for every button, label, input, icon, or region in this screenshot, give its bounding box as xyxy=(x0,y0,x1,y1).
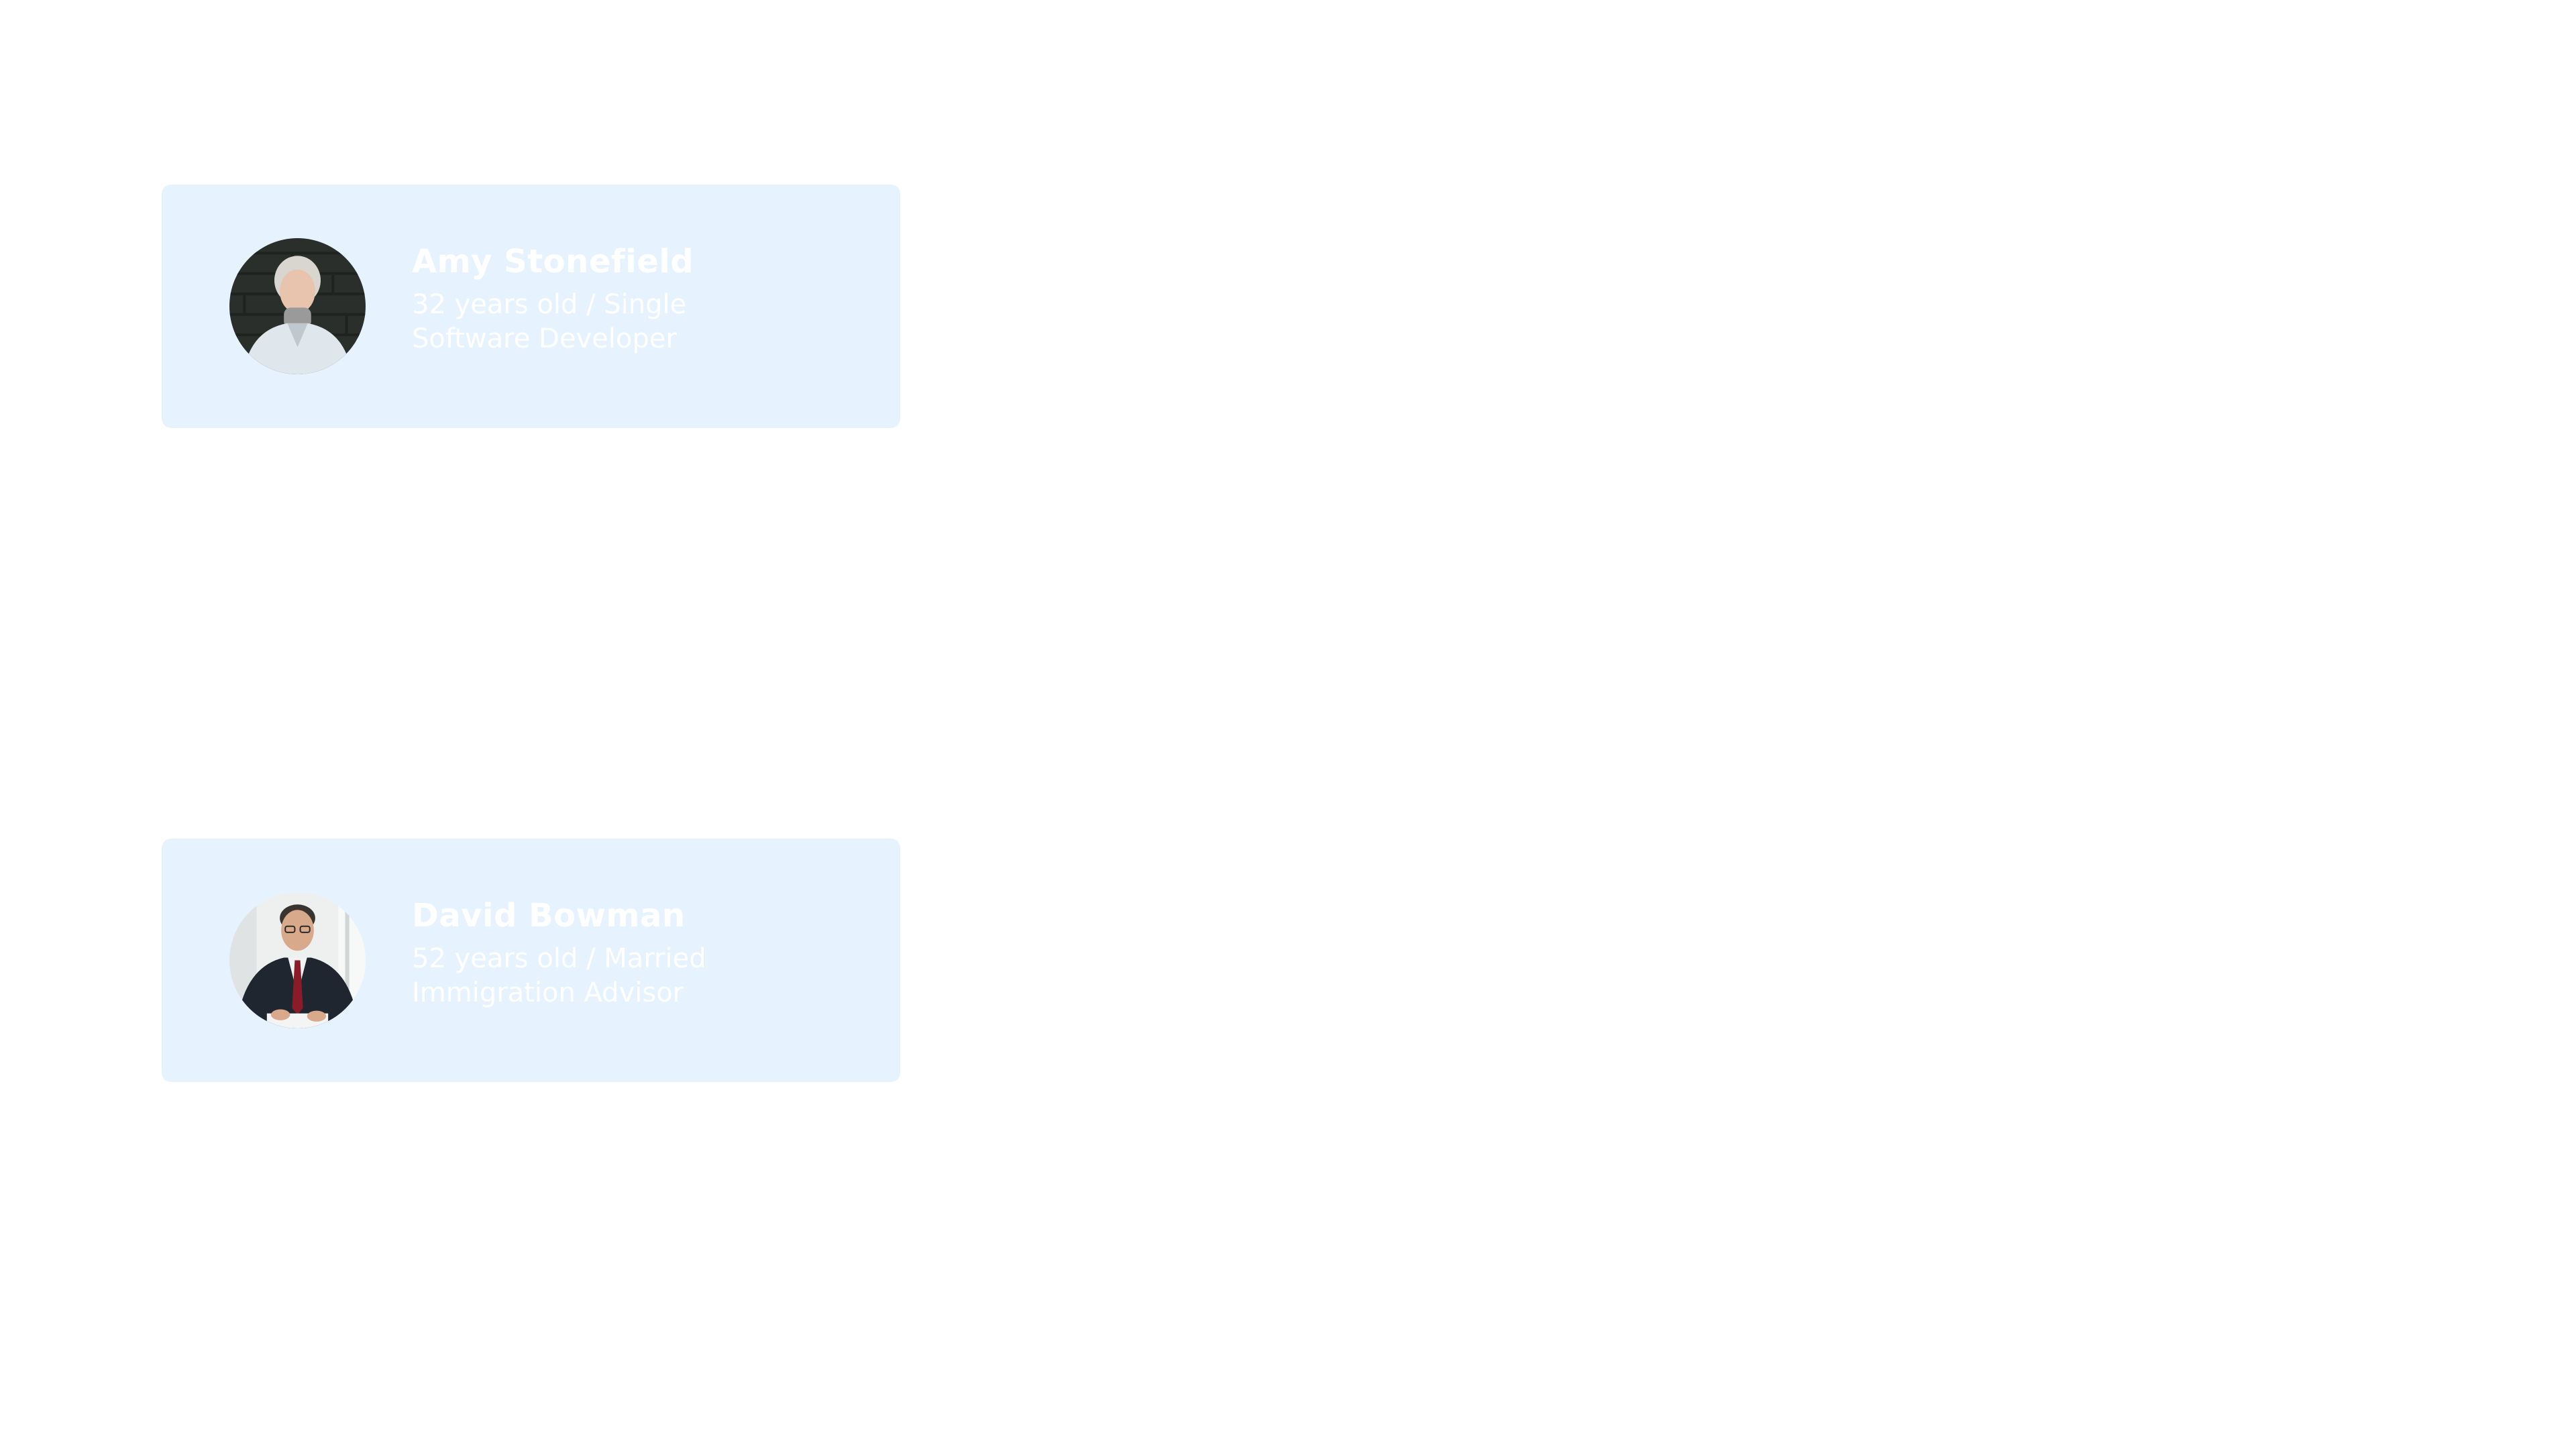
persona-card-david: David Bowman 52 years old / Married Immi… xyxy=(162,839,900,1082)
persona-age-status: 52 years old / Married xyxy=(412,943,706,974)
persona-card-amy: Amy Stonefield 32 years old / Single Sof… xyxy=(162,184,900,428)
avatar xyxy=(229,892,366,1028)
avatar xyxy=(229,238,366,374)
person-photo-avatar-icon xyxy=(229,238,366,374)
persona-info: Amy Stonefield 32 years old / Single Sof… xyxy=(412,241,873,356)
persona-occupation: Software Developer xyxy=(412,323,677,354)
persona-name: Amy Stonefield xyxy=(412,243,694,280)
persona-occupation: Immigration Advisor xyxy=(412,977,684,1008)
persona-age-status: 32 years old / Single xyxy=(412,289,687,320)
person-photo-avatar-icon xyxy=(229,892,366,1028)
persona-name: David Bowman xyxy=(412,897,686,934)
persona-info: David Bowman 52 years old / Married Immi… xyxy=(412,895,873,1010)
